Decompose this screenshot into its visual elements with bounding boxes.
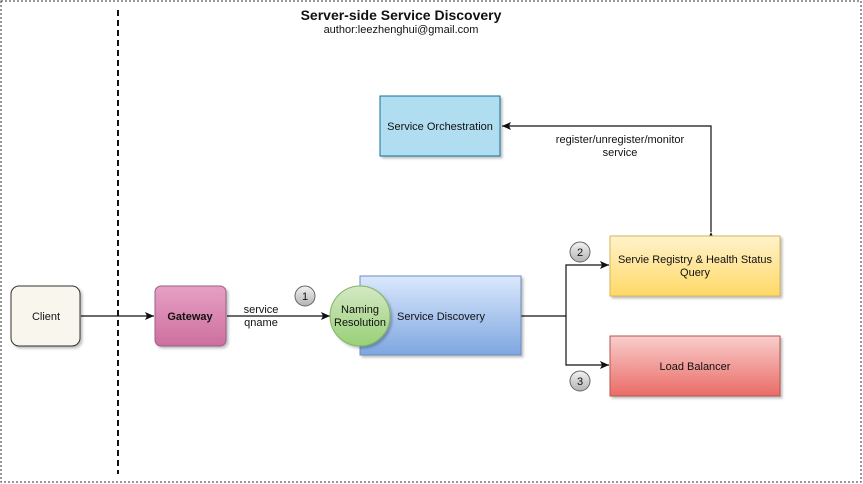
edge-label-qname: qname — [244, 317, 278, 329]
client-label: Client — [32, 311, 60, 323]
edge-label-register: register/unregister/monitor — [556, 134, 685, 146]
edge-label-service-2: service — [603, 147, 638, 159]
naming-resolution-node: Naming Resolution — [329, 285, 391, 347]
gateway-label: Gateway — [167, 311, 213, 323]
connectors — [81, 122, 715, 369]
diagram-title: Server-side Service Discovery — [301, 7, 502, 23]
gateway-node: Gateway — [154, 285, 227, 347]
client-node: Client — [10, 285, 81, 347]
registry-label-line1: Servie Registry & Health Status — [618, 254, 773, 266]
service-orchestration-node: Service Orchestration — [379, 95, 501, 157]
edge-orchestration-registry — [502, 122, 715, 241]
naming-label-line2: Resolution — [334, 317, 386, 329]
step-badge-3: 3 — [569, 370, 591, 392]
load-balancer-label: Load Balancer — [660, 361, 731, 373]
edge-discovery-registry — [521, 261, 609, 317]
step-badge-1-label: 1 — [302, 291, 308, 303]
naming-label-line1: Naming — [341, 304, 379, 316]
service-orchestration-label: Service Orchestration — [387, 121, 493, 133]
step-badge-2: 2 — [569, 241, 591, 263]
step-badge-1: 1 — [294, 285, 316, 307]
step-badge-3-label: 3 — [577, 376, 583, 388]
step-badge-2-label: 2 — [577, 247, 583, 259]
registry-label-line2: Query — [680, 267, 710, 279]
service-registry-node: Servie Registry & Health Status Query — [609, 235, 781, 297]
service-discovery-label: Service Discovery — [397, 311, 486, 323]
edge-discovery-loadbalancer — [565, 316, 609, 369]
edge-label-service: service — [244, 304, 279, 316]
load-balancer-node: Load Balancer — [609, 335, 781, 397]
diagram-author: author:leezhenghui@gmail.com — [324, 24, 479, 36]
